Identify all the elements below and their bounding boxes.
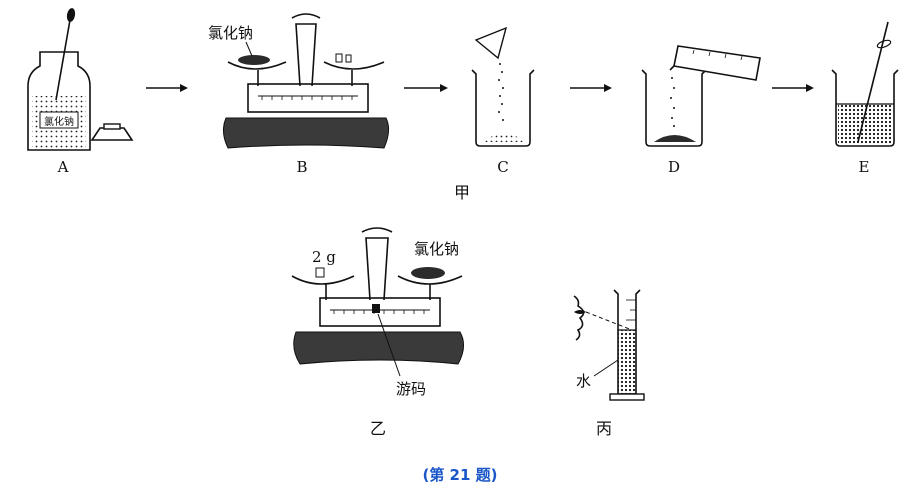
label-jia: 甲 xyxy=(454,183,470,202)
apparatus-b: 氯化钠 B xyxy=(208,13,390,176)
apparatus-a: 氯化钠 A xyxy=(27,8,134,176)
arrow-ab xyxy=(146,84,188,92)
label-e: E xyxy=(859,158,870,176)
label-nacl-b: 氯化钠 xyxy=(208,24,253,42)
weight-label: 2 g xyxy=(312,248,336,266)
bottle-label: 氯化钠 xyxy=(44,115,74,128)
apparatus-e: E xyxy=(831,21,899,176)
apparatus-bing: 水 丙 xyxy=(573,289,645,438)
apparatus-d: D xyxy=(641,45,761,176)
rider-label: 游码 xyxy=(396,380,426,398)
apparatus-c: C xyxy=(471,26,535,176)
figure-caption: (第 21 题) xyxy=(422,466,497,484)
arrow-bc xyxy=(404,84,448,92)
apparatus-yi: 2 g 氯化钠 游码 乙 xyxy=(291,227,464,438)
label-d: D xyxy=(668,158,680,176)
arrow-cd xyxy=(570,84,612,92)
water-label: 水 xyxy=(576,372,591,390)
arrow-de xyxy=(772,84,814,92)
label-a: A xyxy=(57,158,69,176)
label-b: B xyxy=(296,158,307,176)
label-nacl-yi: 氯化钠 xyxy=(414,240,459,258)
label-yi: 乙 xyxy=(370,419,386,438)
label-bing: 丙 xyxy=(596,419,612,438)
label-c: C xyxy=(497,158,508,176)
